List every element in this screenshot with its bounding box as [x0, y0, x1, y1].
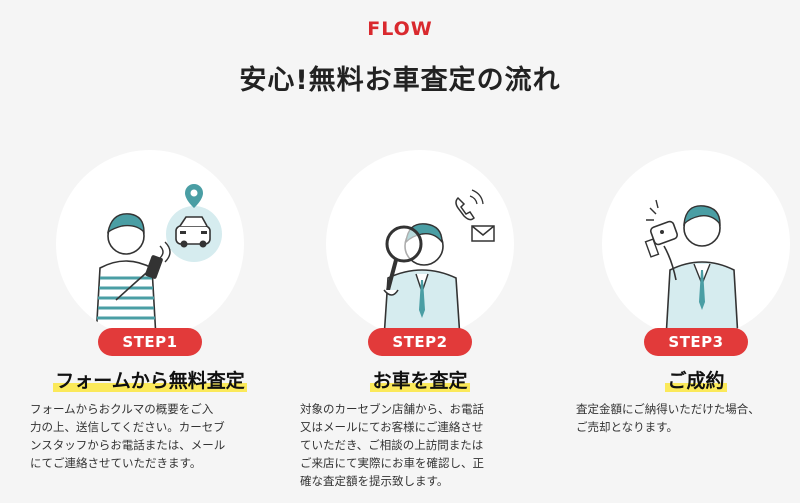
step-illustration-3: [602, 150, 790, 338]
step-badge-1: STEP1: [98, 328, 202, 356]
step-heading-text-3: ご成約: [665, 370, 727, 392]
step-description-1: フォームからおクルマの概要をご入 力の上、送信してください。カーセブ ンスタッフ…: [30, 402, 226, 470]
step-heading-3: ご成約: [576, 366, 800, 393]
step-heading-1: フォームから無料査定: [30, 366, 270, 393]
step-badge-3: STEP3: [644, 328, 748, 356]
step-heading-text-2: お車を査定: [370, 370, 470, 392]
step-illustration-1: [56, 150, 244, 338]
step-description-2: 対象のカーセブン店舗から、お電話 又はメールにてお客様にご連絡させ ていただき、…: [300, 402, 484, 488]
man-with-magnifier-phone-mail-icon: [383, 189, 495, 338]
section-eyebrow: FLOW: [367, 18, 433, 40]
section-title: 安心!無料お車査定の流れ: [239, 65, 561, 96]
step-illustration-2: [326, 150, 514, 338]
step-heading-text-1: フォームから無料査定: [53, 370, 247, 392]
step-badge-2: STEP2: [368, 328, 472, 356]
step-description-3: 査定金額にご納得いただけた場合、 ご売却となります。: [576, 402, 760, 434]
man-with-phone-and-car-location-icon: [95, 184, 222, 338]
man-with-car-key-icon: [644, 199, 739, 338]
step-heading-2: お車を査定: [300, 366, 540, 393]
